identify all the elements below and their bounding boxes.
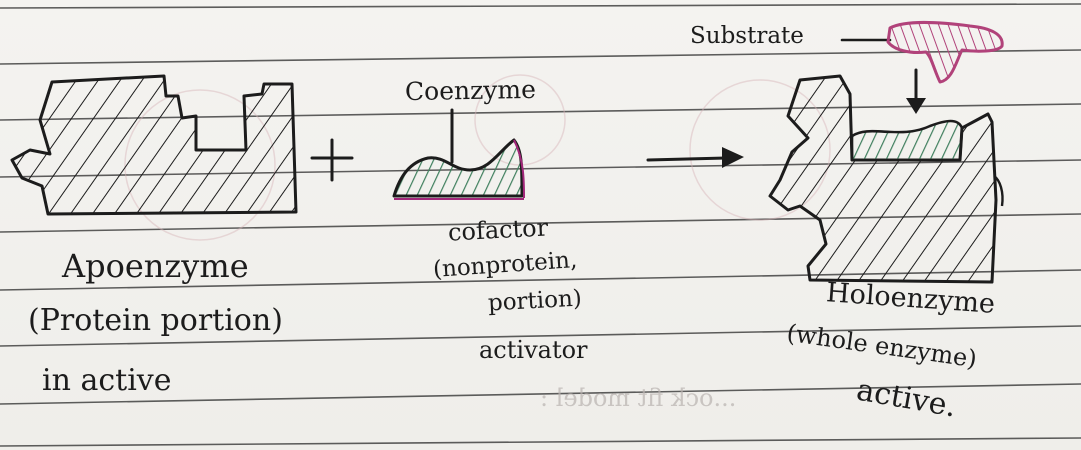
apoenzyme-shape bbox=[10, 74, 298, 216]
substrate-label: Substrate bbox=[690, 23, 804, 49]
inactive-label: in active bbox=[42, 363, 172, 398]
substrate-shape bbox=[886, 21, 1004, 84]
holoenzyme-shape bbox=[768, 74, 1004, 284]
show-through-text: ...ock fit model : bbox=[540, 384, 737, 412]
activator-label: activator bbox=[479, 336, 588, 364]
apoenzyme-label: Apoenzyme bbox=[62, 247, 249, 285]
protein-portion-label: (Protein portion) bbox=[28, 303, 283, 338]
cofactor-label: cofactor bbox=[447, 213, 549, 247]
binding-down-arrow bbox=[906, 68, 926, 114]
reaction-arrow bbox=[646, 147, 744, 168]
cofactor-shape bbox=[392, 138, 525, 200]
portion-label: portion) bbox=[487, 285, 583, 317]
coenzyme-label: Coenzyme bbox=[404, 74, 537, 107]
plus-sign bbox=[310, 138, 354, 182]
